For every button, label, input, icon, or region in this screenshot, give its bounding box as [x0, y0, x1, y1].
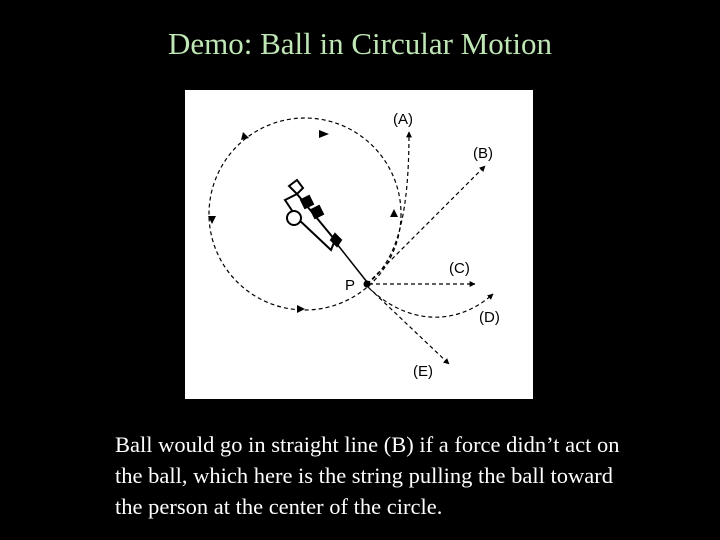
- label-d: (D): [479, 309, 500, 326]
- person-figure: [283, 178, 343, 252]
- caption-text: Ball would go in straight line (B) if a …: [115, 429, 675, 522]
- label-p: P: [345, 277, 355, 294]
- circle-direction-arrow: [297, 305, 305, 313]
- label-c: (C): [449, 260, 470, 277]
- label-b: (B): [473, 145, 493, 162]
- slide-title: Demo: Ball in Circular Motion: [167, 26, 552, 61]
- circular-motion-diagram: P (A) (B) (C) (D) (E): [208, 111, 500, 380]
- trajectory-d: [366, 285, 494, 318]
- trajectory-e: [368, 287, 450, 365]
- string-line: [336, 243, 368, 283]
- label-e: (E): [413, 363, 433, 380]
- trajectory-a: [366, 131, 412, 285]
- caption-line: the person at the center of the circle.: [115, 494, 443, 519]
- circular-motion-figure: P (A) (B) (C) (D) (E): [185, 90, 533, 399]
- circle-direction-arrow: [208, 216, 216, 224]
- label-a: (A): [393, 111, 413, 128]
- caption-line: the ball, which here is the string pulli…: [115, 463, 614, 488]
- circle-direction-arrow: [319, 130, 329, 138]
- circle-direction-arrow: [241, 132, 249, 140]
- circle-direction-arrow: [390, 209, 398, 217]
- caption-line: Ball would go in straight line (B) if a …: [115, 432, 620, 457]
- circular-path: [208, 117, 402, 311]
